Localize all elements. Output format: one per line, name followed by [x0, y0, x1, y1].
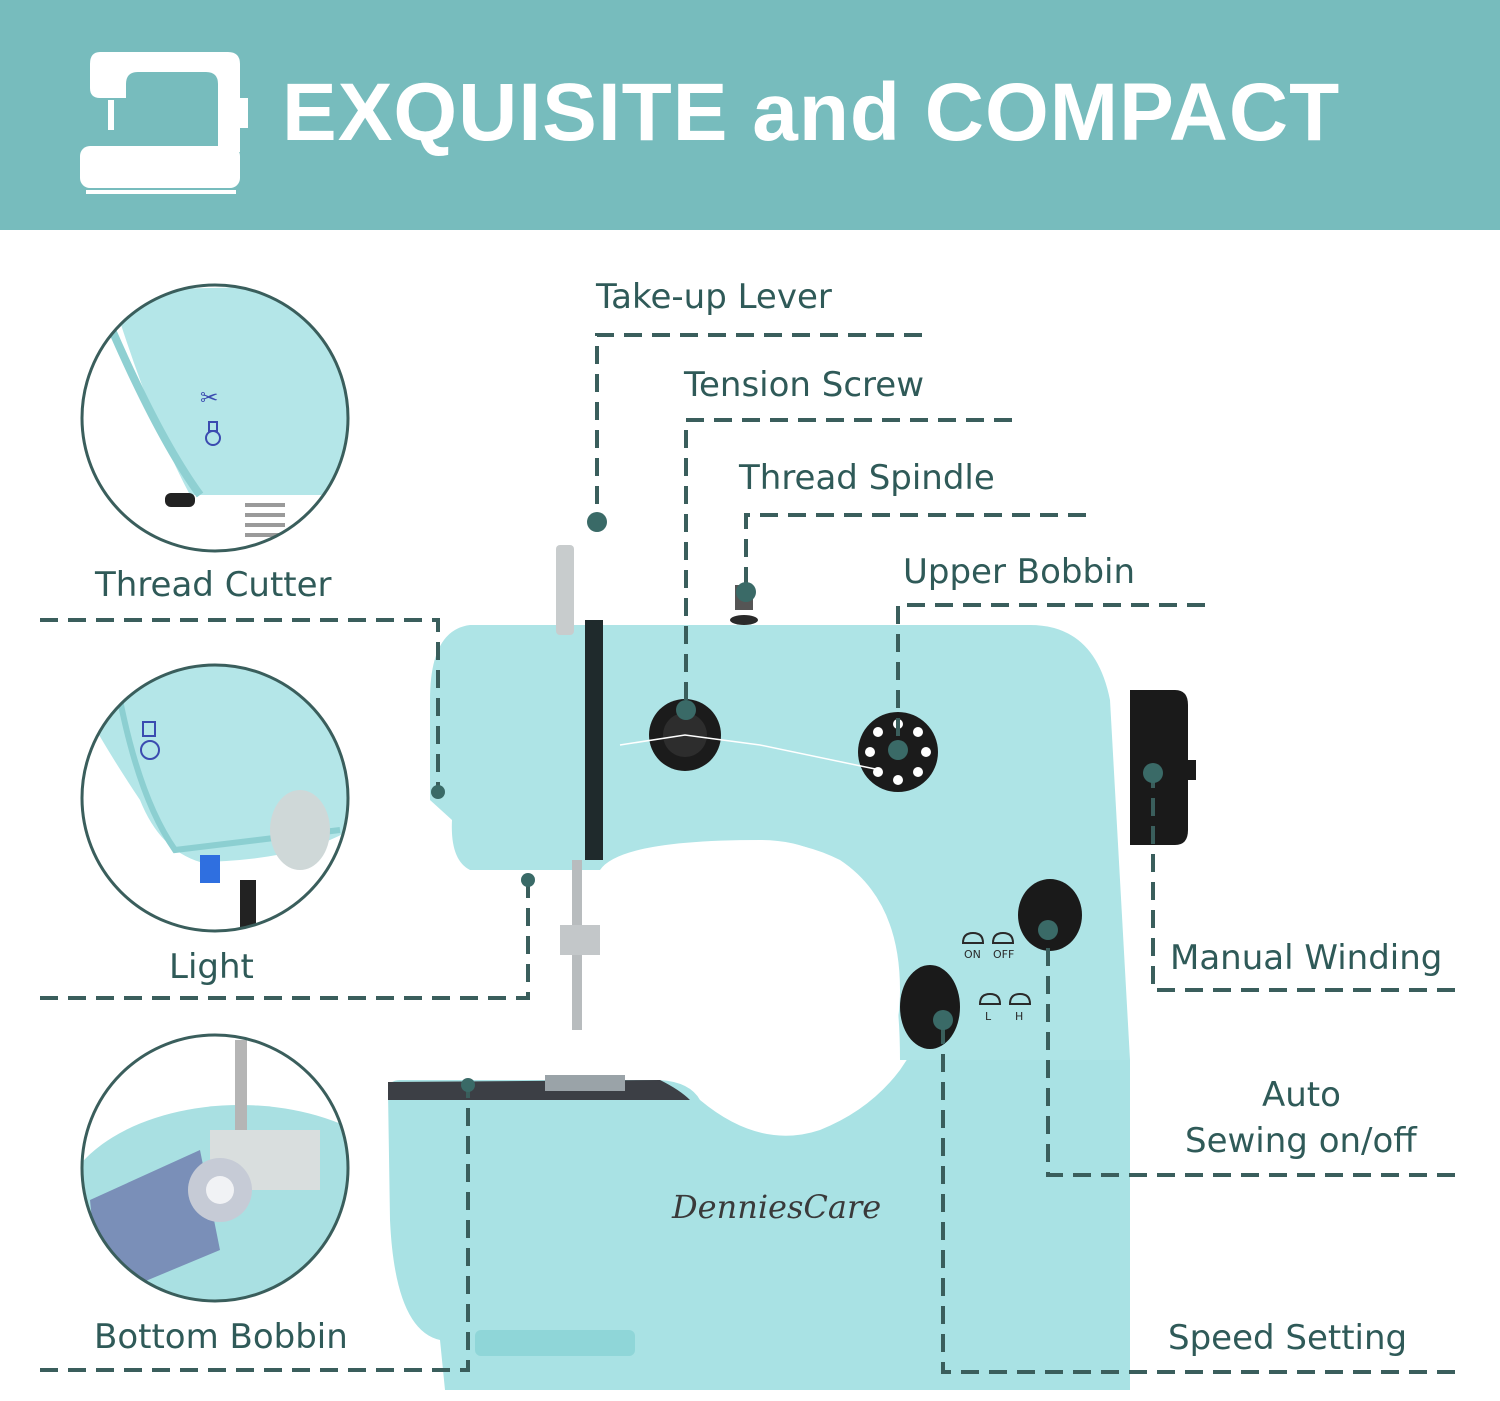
thread-cutter-leader [40, 618, 440, 790]
tension-screw-dot [676, 700, 696, 720]
manual-winding-leader [1151, 775, 1455, 992]
thread-cutter-dot [431, 785, 445, 799]
off-label: OFF [993, 948, 1014, 961]
bottom-bobbin-detail [80, 1033, 350, 1303]
light-dot [521, 873, 535, 887]
auto-sewing-label-line1: Auto [1262, 1075, 1341, 1115]
tension-screw-leader [684, 418, 1012, 708]
speed-setting-leader [941, 1020, 1455, 1374]
upper-bobbin-dot [888, 740, 908, 760]
take-up-lever-leader [595, 333, 922, 520]
thread-cutter-detail: ✂ [80, 283, 350, 553]
header-banner: EXQUISITE and COMPACT [0, 0, 1500, 230]
thread-spindle-dot [736, 582, 756, 602]
low-speed-label: L [985, 1010, 992, 1023]
auto-sewing-label-line2: Sewing on/off [1185, 1121, 1417, 1161]
sewing-machine [388, 545, 1196, 1390]
manual-winding-dot [1143, 763, 1163, 783]
take-up-lever-label: Take-up Lever [596, 277, 832, 317]
bottom-bobbin-leader [40, 1085, 470, 1372]
thread-spindle-label: Thread Spindle [739, 458, 995, 498]
speed-setting-label: Speed Setting [1168, 1318, 1408, 1358]
take-up-lever-dot [587, 512, 607, 532]
banner-title: EXQUISITE and COMPACT [282, 67, 1341, 158]
upper-bobbin-leader [896, 603, 1205, 748]
switch-markings: ON OFF L H [961, 931, 1032, 1023]
thread-cutter-label: Thread Cutter [95, 565, 332, 605]
tension-screw-label: Tension Screw [684, 365, 925, 405]
high-speed-label: H [1015, 1010, 1023, 1023]
speed-setting-dot [933, 1010, 953, 1030]
manual-winding-label: Manual Winding [1170, 938, 1443, 978]
on-label: ON [964, 948, 981, 961]
upper-bobbin-label: Upper Bobbin [903, 552, 1136, 592]
bottom-bobbin-label: Bottom Bobbin [94, 1317, 348, 1357]
leader-dots [431, 512, 1163, 1092]
brand-logo: DenniesCare [671, 1188, 881, 1226]
light-label: Light [169, 947, 254, 987]
leader-lines [40, 333, 1455, 1374]
bottom-bobbin-dot [461, 1078, 475, 1092]
thread-spindle-leader [744, 513, 1086, 590]
auto-sewing-leader [1046, 930, 1455, 1177]
light-leader [40, 880, 530, 1000]
svg-text:✂: ✂ [200, 386, 218, 411]
sewing-machine-icon [80, 52, 248, 194]
auto-sewing-dot [1038, 920, 1058, 940]
light-detail [80, 663, 350, 933]
